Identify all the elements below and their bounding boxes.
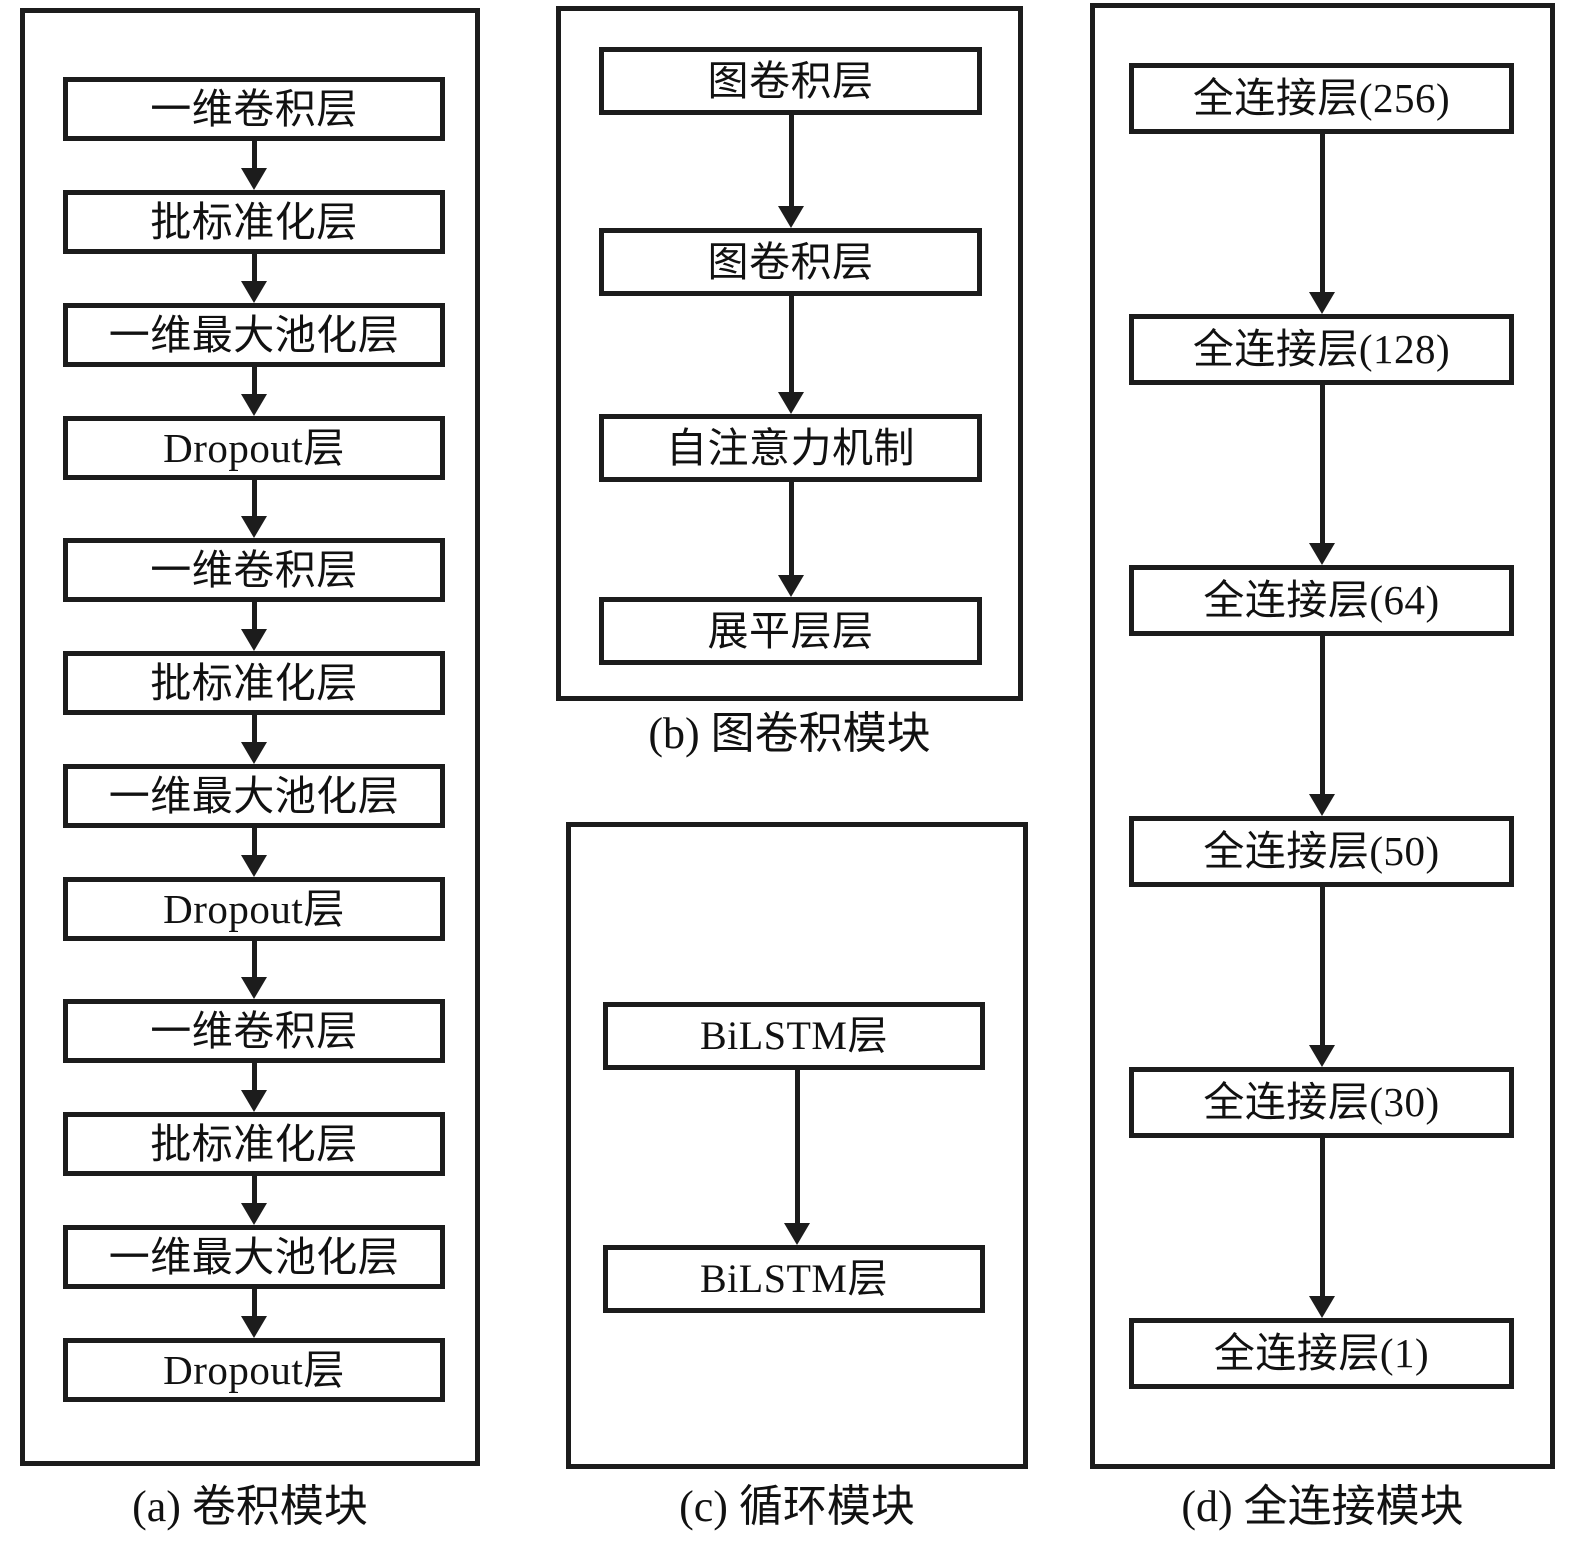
node-label: 全连接层(30)	[1203, 1079, 1440, 1125]
node-conv-1: 一维卷积层	[63, 77, 445, 141]
node-label: 图卷积层	[707, 57, 874, 104]
caption-text: (a) 卷积模块	[132, 1482, 368, 1531]
node-fc-4: 全连接层(50)	[1129, 816, 1514, 887]
node-fc-3: 全连接层(64)	[1129, 565, 1514, 636]
node-label: 一维最大池化层	[108, 311, 400, 358]
node-label: 展平层层	[707, 607, 874, 654]
node-label: 全连接层(128)	[1192, 326, 1451, 372]
node-conv-8: Dropout层	[63, 877, 445, 941]
node-label: 一维卷积层	[150, 85, 358, 132]
node-gcn-4: 展平层层	[599, 597, 982, 665]
node-label: 批标准化层	[150, 198, 358, 245]
node-conv-9: 一维卷积层	[63, 999, 445, 1063]
node-label: 全连接层(50)	[1203, 828, 1440, 874]
node-conv-6: 批标准化层	[63, 651, 445, 715]
node-label: 批标准化层	[150, 659, 358, 706]
node-fc-5: 全连接层(30)	[1129, 1067, 1514, 1138]
node-fc-6: 全连接层(1)	[1129, 1318, 1514, 1389]
node-label: 一维最大池化层	[108, 772, 400, 819]
node-fc-1: 全连接层(256)	[1129, 63, 1514, 134]
node-conv-12: Dropout层	[63, 1338, 445, 1402]
node-conv-7: 一维最大池化层	[63, 764, 445, 828]
node-gcn-1: 图卷积层	[599, 47, 982, 115]
node-rnn-1: BiLSTM层	[603, 1002, 985, 1070]
node-conv-10: 批标准化层	[63, 1112, 445, 1176]
node-label: 全连接层(1)	[1213, 1330, 1430, 1376]
caption-text: (c) 循环模块	[679, 1482, 915, 1531]
node-conv-5: 一维卷积层	[63, 538, 445, 602]
caption-text: (b) 图卷积模块	[648, 709, 931, 758]
node-label: 一维卷积层	[150, 1007, 358, 1054]
caption-text: (d) 全连接模块	[1181, 1482, 1464, 1531]
caption-panel-b: (b) 图卷积模块	[556, 709, 1023, 758]
caption-panel-d: (d) 全连接模块	[1090, 1482, 1555, 1531]
caption-panel-a: (a) 卷积模块	[20, 1482, 480, 1531]
node-label: 全连接层(64)	[1203, 577, 1440, 623]
node-label: 批标准化层	[150, 1120, 358, 1167]
caption-panel-c: (c) 循环模块	[566, 1482, 1028, 1531]
node-conv-3: 一维最大池化层	[63, 303, 445, 367]
node-label: 全连接层(256)	[1192, 75, 1451, 121]
node-label: Dropout层	[163, 424, 345, 471]
node-label: Dropout层	[163, 1346, 345, 1393]
node-conv-2: 批标准化层	[63, 190, 445, 254]
node-label: 自注意力机制	[666, 424, 915, 471]
node-label: BiLSTM层	[700, 1013, 888, 1058]
node-gcn-2: 图卷积层	[599, 228, 982, 296]
node-conv-11: 一维最大池化层	[63, 1225, 445, 1289]
node-gcn-3: 自注意力机制	[599, 414, 982, 482]
node-label: Dropout层	[163, 885, 345, 932]
node-label: BiLSTM层	[700, 1256, 888, 1301]
node-conv-4: Dropout层	[63, 416, 445, 480]
node-rnn-2: BiLSTM层	[603, 1245, 985, 1313]
node-label: 图卷积层	[707, 238, 874, 285]
node-fc-2: 全连接层(128)	[1129, 314, 1514, 385]
node-label: 一维卷积层	[150, 546, 358, 593]
node-label: 一维最大池化层	[108, 1233, 400, 1280]
